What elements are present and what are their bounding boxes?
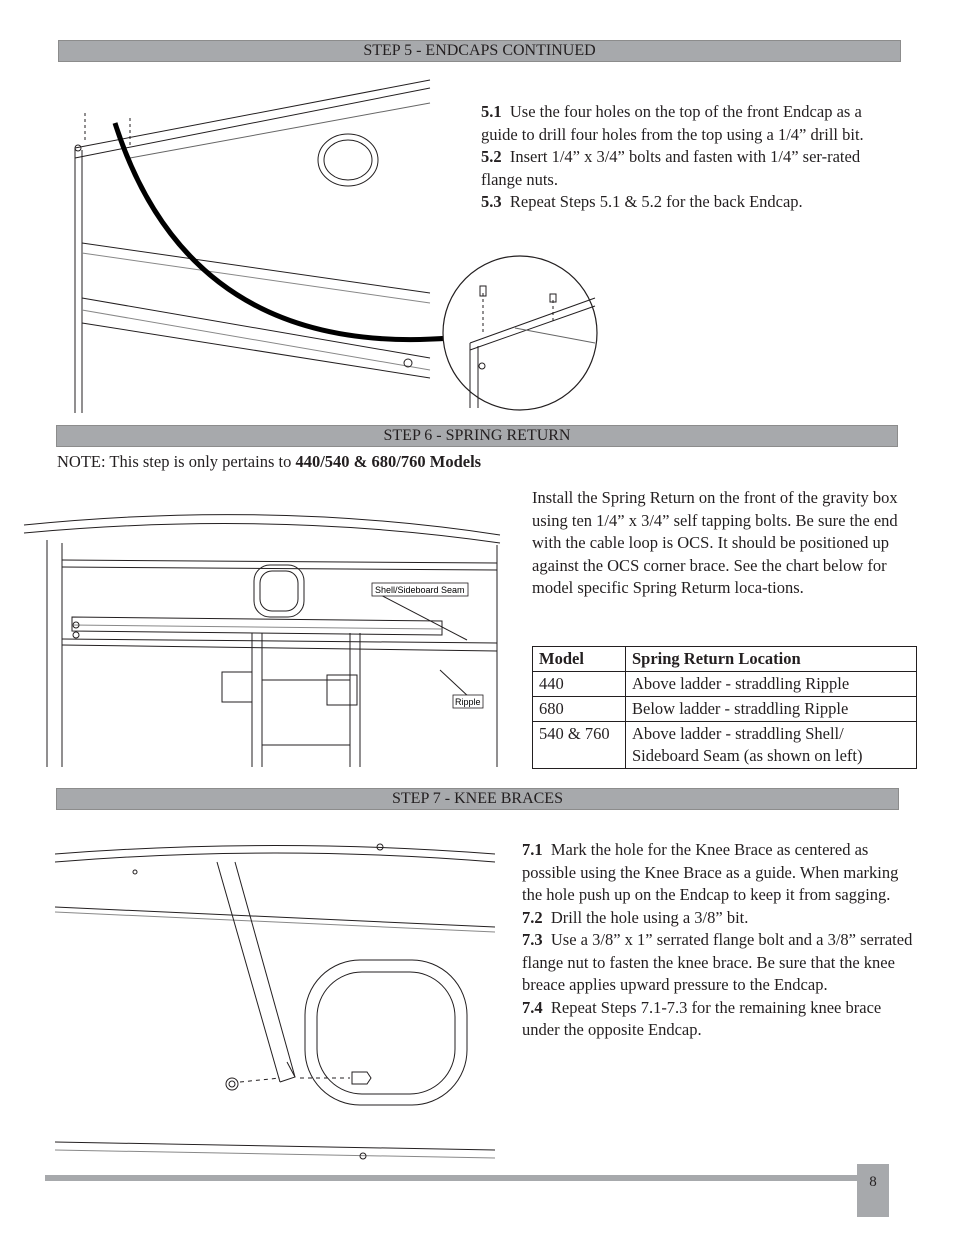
step6-note: NOTE: This step is only pertains to 440/… <box>57 451 757 474</box>
table-cell-model: 680 <box>532 696 626 722</box>
step5-item-3: 5.3 Repeat Steps 5.1 & 5.2 for the back … <box>481 192 803 211</box>
table-row: 540 & 760 Above ladder - straddling Shel… <box>532 721 917 769</box>
step5-instructions: 5.1 Use the four holes on the top of the… <box>481 101 899 214</box>
step7-header: STEP 7 - KNEE BRACES <box>56 788 899 810</box>
step5-header: STEP 5 - ENDCAPS CONTINUED <box>58 40 901 62</box>
endcap-drilling-illustration <box>70 78 600 413</box>
table-row: 680 Below ladder - straddling Ripple <box>532 696 917 722</box>
callout-seam: Shell/Sideboard Seam <box>375 585 465 595</box>
table-cell-model: 540 & 760 <box>532 721 626 769</box>
callout-ripple: Ripple <box>455 697 481 707</box>
table-cell-location: Below ladder - straddling Ripple <box>625 696 917 722</box>
step5-item-1: 5.1 Use the four holes on the top of the… <box>481 102 864 144</box>
table-row: 440 Above ladder - straddling Ripple <box>532 671 917 697</box>
table-cell-model: 440 <box>532 671 626 697</box>
page-number: 8 <box>857 1164 889 1217</box>
table-header-model: Model <box>532 646 626 672</box>
step7-instructions: 7.1 Mark the hole for the Knee Brace as … <box>522 839 917 1042</box>
step6-note-prefix: NOTE: This step is only pertains to <box>57 452 296 471</box>
step5-item-2: 5.2 Insert 1/4” x 3/4” bolts and fasten … <box>481 147 861 189</box>
footer-rule <box>45 1175 857 1181</box>
step6-description: Install the Spring Return on the front o… <box>532 488 898 597</box>
step6-header: STEP 6 - SPRING RETURN <box>56 425 898 447</box>
table-cell-location: Above ladder - straddling Ripple <box>625 671 917 697</box>
spring-return-illustration: Shell/Sideboard Seam Ripple <box>22 505 520 767</box>
table-header-row: Model Spring Return Location <box>532 646 917 672</box>
step6-note-models: 440/540 & 680/760 Models <box>295 452 482 471</box>
step7-item-3: 7.3 Use a 3/8” x 1” serrated flange bolt… <box>522 930 913 994</box>
step7-item-4: 7.4 Repeat Steps 7.1-7.3 for the remaini… <box>522 997 882 1040</box>
table-cell-location: Above ladder - straddling Shell/ Sideboa… <box>625 721 917 769</box>
step7-item-2: 7.2 Drill the hole using a 3/8” bit. <box>522 907 749 927</box>
knee-brace-illustration <box>55 832 495 1164</box>
step7-item-1: 7.1 Mark the hole for the Knee Brace as … <box>522 840 899 904</box>
table-header-location: Spring Return Location <box>625 646 917 672</box>
spring-return-table: Model Spring Return Location 440 Above l… <box>532 646 917 769</box>
